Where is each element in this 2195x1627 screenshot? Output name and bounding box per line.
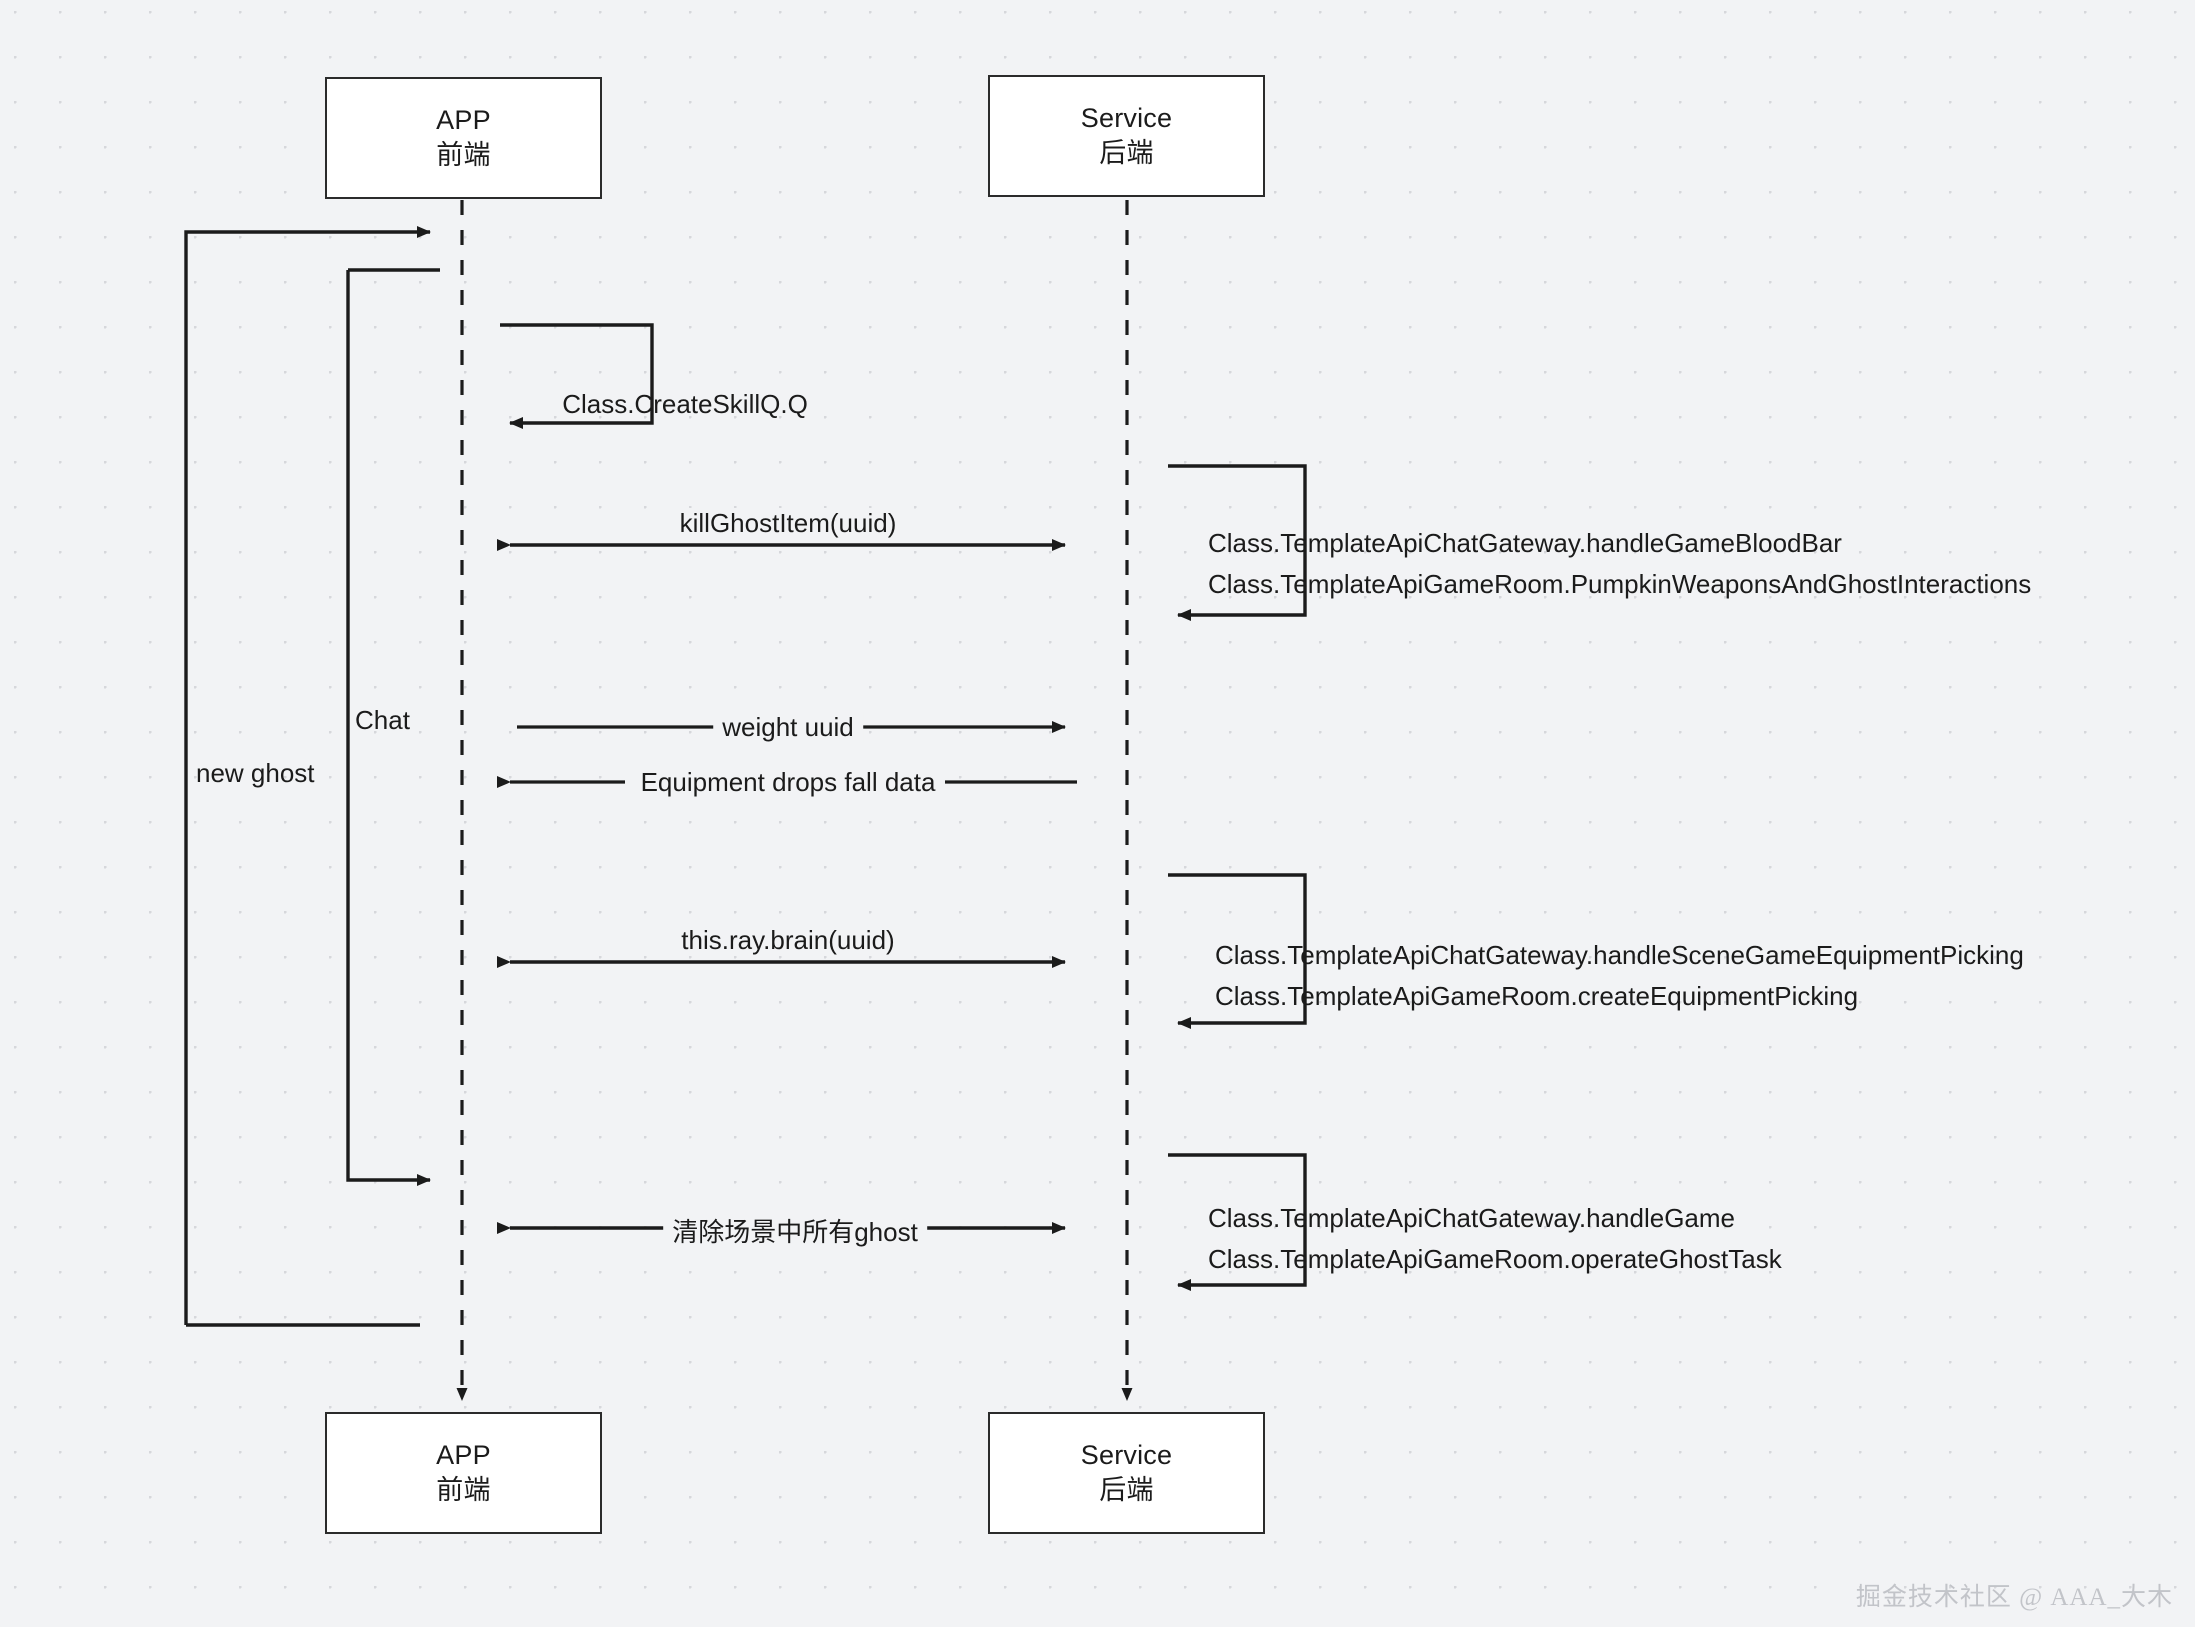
service-note-blood-bar: Class.TemplateApiChatGateway.handleGameB… bbox=[1208, 523, 2031, 605]
service-note-ghost-task: Class.TemplateApiChatGateway.handleGame … bbox=[1208, 1198, 1782, 1280]
bracket-label-chat: Chat bbox=[355, 705, 410, 735]
participant-label-line1: APP bbox=[436, 105, 491, 136]
participant-box-service-bottom[interactable]: Service 后端 bbox=[988, 1412, 1265, 1534]
message-label-kill-ghost-item: killGhostItem(uuid) bbox=[670, 508, 906, 539]
participant-box-app-top[interactable]: APP 前端 bbox=[325, 77, 602, 199]
participant-label-line1: Service bbox=[1080, 1440, 1173, 1471]
participant-label-line2: 后端 bbox=[1099, 1475, 1154, 1505]
participant-label-line2: 前端 bbox=[436, 140, 491, 170]
service-note-line: Class.TemplateApiChatGateway.handleGame bbox=[1208, 1203, 1736, 1233]
service-note-line: Class.TemplateApiChatGateway.handleScene… bbox=[1215, 940, 2024, 970]
service-note-line: Class.TemplateApiChatGateway.handleGameB… bbox=[1208, 528, 1842, 558]
service-note-line: Class.TemplateApiGameRoom.operateGhostTa… bbox=[1208, 1244, 1782, 1274]
participant-box-service-top[interactable]: Service 后端 bbox=[988, 75, 1265, 197]
participant-label-line1: APP bbox=[436, 1440, 491, 1471]
message-label-ray-brain: this.ray.brain(uuid) bbox=[672, 925, 904, 956]
service-note-equipment-picking: Class.TemplateApiChatGateway.handleScene… bbox=[1215, 935, 2024, 1017]
participant-box-app-bottom[interactable]: APP 前端 bbox=[325, 1412, 602, 1534]
participant-label-line2: 前端 bbox=[436, 1475, 491, 1505]
participant-label-line2: 后端 bbox=[1099, 138, 1154, 168]
bracket-label-new-ghost: new ghost bbox=[196, 758, 315, 788]
service-note-line: Class.TemplateApiGameRoom.PumpkinWeapons… bbox=[1208, 569, 2032, 599]
watermark: 掘金技术社区 @ AAA_大木 bbox=[1855, 1584, 2173, 1611]
message-label-equipment-drops: Equipment drops fall data bbox=[631, 767, 945, 798]
message-label-clear-ghosts: 清除场景中所有ghost bbox=[663, 1212, 927, 1249]
self-message-label-app: Class.CreateSkillQ.Q bbox=[562, 389, 808, 419]
participant-label-line1: Service bbox=[1080, 103, 1173, 134]
service-note-line: Class.TemplateApiGameRoom.createEquipmen… bbox=[1215, 981, 1859, 1011]
message-label-weight-uuid: weight uuid bbox=[713, 712, 863, 743]
